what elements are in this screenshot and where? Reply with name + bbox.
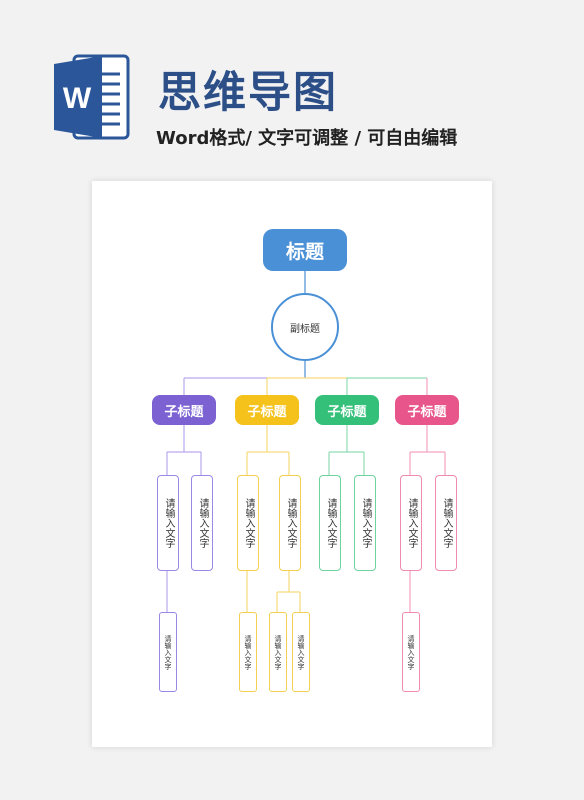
branch-node-pink[interactable]: 子标题 xyxy=(395,395,459,425)
branch-node-green[interactable]: 子标题 xyxy=(315,395,379,425)
leaf-node[interactable]: 请输入文字 xyxy=(354,475,376,571)
branch-node-purple[interactable]: 子标题 xyxy=(152,395,216,425)
leaf-node[interactable]: 请输入文字 xyxy=(319,475,341,571)
header: W 思维导图 Word格式/ 文字可调整 / 可自由编辑 xyxy=(0,0,584,170)
sub-leaf-node[interactable]: 请输入文字 xyxy=(239,612,257,692)
page-subtitle: Word格式/ 文字可调整 / 可自由编辑 xyxy=(156,128,458,149)
subtitle-node[interactable]: 副标题 xyxy=(271,293,339,361)
branch-node-yellow[interactable]: 子标题 xyxy=(235,395,299,425)
sub-leaf-node[interactable]: 请输入文字 xyxy=(159,612,177,692)
page-title: 思维导图 xyxy=(158,68,338,118)
root-node[interactable]: 标题 xyxy=(263,229,347,271)
sub-leaf-node[interactable]: 请输入文字 xyxy=(292,612,310,692)
leaf-node[interactable]: 请输入文字 xyxy=(279,475,301,571)
word-icon: W xyxy=(54,54,130,140)
word-logo-letter: W xyxy=(63,82,92,115)
sub-leaf-node[interactable]: 请输入文字 xyxy=(269,612,287,692)
leaf-node[interactable]: 请输入文字 xyxy=(435,475,457,571)
leaf-node[interactable]: 请输入文字 xyxy=(157,475,179,571)
leaf-node[interactable]: 请输入文字 xyxy=(237,475,259,571)
leaf-node[interactable]: 请输入文字 xyxy=(400,475,422,571)
leaf-node[interactable]: 请输入文字 xyxy=(191,475,213,571)
sub-leaf-node[interactable]: 请输入文字 xyxy=(402,612,420,692)
